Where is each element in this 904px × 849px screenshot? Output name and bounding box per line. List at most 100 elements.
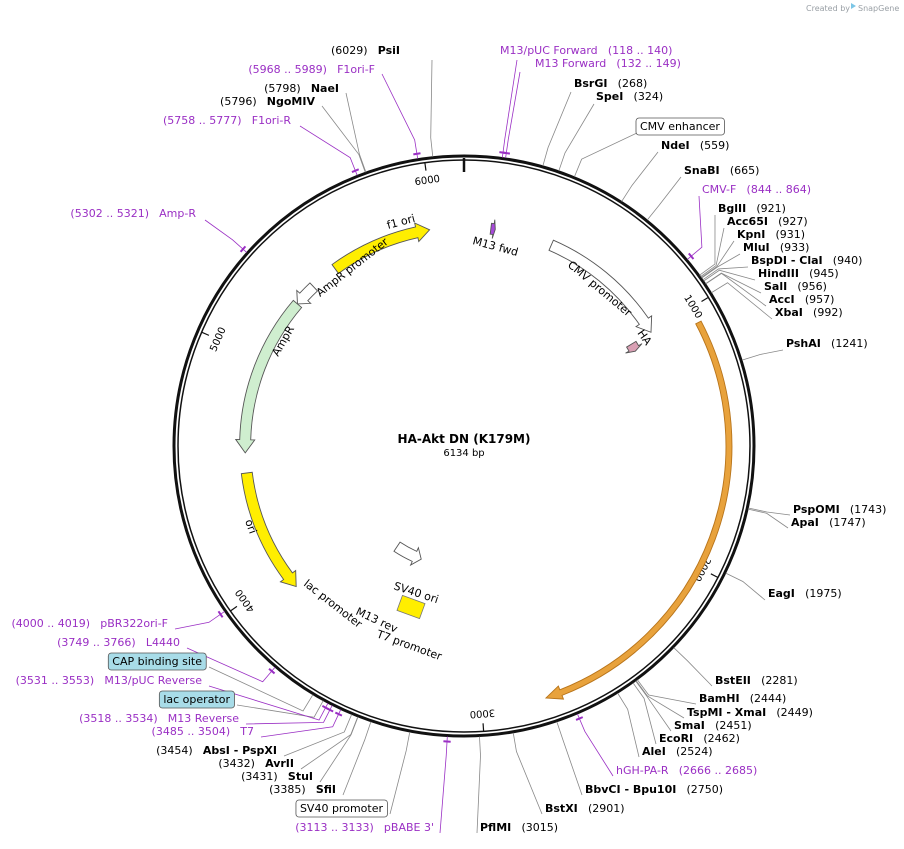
primer-mark — [352, 169, 359, 172]
naei-label: (5798) NaeI — [264, 79, 339, 98]
label-part: EagI — [768, 587, 795, 600]
label-part: CAP binding site — [112, 655, 202, 668]
amp-r-label: (5302 .. 5321) Amp-R — [70, 204, 196, 223]
label-part: M13 Forward — [535, 57, 606, 70]
label-part: NaeI — [311, 82, 339, 95]
tick-label: 3000 — [469, 707, 495, 720]
leader-line — [440, 737, 447, 833]
label-part: (5758 .. 5777) — [163, 114, 242, 127]
label-part: F1ori-F — [337, 63, 375, 76]
ampr-arrow — [236, 300, 302, 452]
psii-label: (6029) PsiI — [331, 41, 400, 60]
label-part: BamHI — [699, 692, 740, 705]
label-part: M13/pUC Reverse — [104, 674, 202, 687]
ampr-promoter-arrow — [297, 283, 318, 304]
cmv-f-label: CMV-F (844 .. 864) — [702, 180, 811, 199]
leader-line — [637, 680, 696, 704]
label-part: KpnI — [737, 228, 765, 241]
credit-text: Created by — [806, 4, 850, 13]
label-part: CMV-F — [702, 183, 736, 196]
label-part: BstXI — [545, 802, 578, 815]
label-part: (5968 .. 5989) — [248, 63, 327, 76]
label-part: (324) — [634, 90, 664, 103]
label-part: (844 .. 864) — [747, 183, 812, 196]
label-part: (933) — [780, 241, 810, 254]
features-layer — [236, 220, 732, 699]
label-part: Amp-R — [159, 207, 196, 220]
tick-label: 1000 — [681, 293, 704, 320]
tick-mark — [483, 723, 484, 731]
leader-line — [577, 714, 613, 776]
leader-line — [557, 722, 582, 795]
label-part: (927) — [778, 215, 808, 228]
label-part: PsiI — [378, 44, 400, 57]
sv40-promoter-label: SV40 promoter — [300, 802, 384, 815]
snabi-label: SnaBI (665) — [684, 161, 759, 180]
label-part: (132 .. 149) — [616, 57, 681, 70]
leader-line — [647, 177, 681, 220]
label-part: (6029) — [331, 44, 368, 57]
label-part: XbaI — [775, 306, 803, 319]
primer-mark — [335, 713, 342, 716]
leader-line — [431, 60, 433, 157]
leader-line — [390, 732, 410, 814]
label-part: SV40 promoter — [300, 802, 384, 815]
label-part: BsrGI — [574, 77, 607, 90]
label-part: (5798) — [264, 82, 301, 95]
label-part: BbvCI — [585, 783, 621, 796]
label-part: T7 — [239, 725, 254, 738]
label-part: Acc65I — [727, 215, 768, 228]
primer-mark — [503, 153, 510, 154]
label-part: (5302 .. 5321) — [70, 207, 149, 220]
backbone-outer-ring — [174, 156, 754, 736]
bsteii-label: BstEII (2281) — [715, 671, 798, 690]
leader-line — [502, 60, 517, 158]
primer-mark — [689, 253, 694, 259]
label-part: (1743) — [850, 503, 887, 516]
label-part: L4440 — [146, 636, 180, 649]
lac-promoter-label: lac promoter — [301, 577, 365, 631]
plasmid-length: 6134 bp — [443, 448, 484, 459]
absi-pspxi-label: (3454) AbsI - PspXI — [156, 741, 277, 760]
label-part: (3454) — [156, 744, 193, 757]
leader-line — [237, 701, 323, 718]
label-part: PflMI — [480, 821, 511, 834]
tick-label: 6000 — [414, 174, 441, 188]
t7-promoter-label: T7 promoter — [374, 627, 444, 663]
tick-mark — [230, 606, 237, 611]
pflmi-label: PflMI (3015) — [480, 818, 558, 837]
primer-mark — [322, 706, 328, 709]
leader-line — [513, 733, 542, 814]
label-part: (4000 .. 4019) — [11, 617, 90, 630]
label-part: SalI — [764, 280, 787, 293]
leader-line — [636, 681, 684, 718]
label-part: PshAI — [786, 337, 821, 350]
primer-mark — [576, 717, 583, 720]
l4440-label: (3749 .. 3766) L4440 — [57, 633, 180, 652]
leader-line — [205, 220, 247, 252]
primer-mark — [218, 611, 222, 617]
label-part: (2901) — [588, 802, 625, 815]
label-part: (940) — [833, 254, 863, 267]
leader-line — [300, 126, 357, 175]
ndei-label: NdeI (559) — [661, 136, 729, 155]
label-part: pBABE 3' — [384, 821, 434, 834]
leader-line — [343, 722, 371, 795]
t7-promoter-arrow — [394, 542, 421, 565]
label-part: NdeI — [661, 139, 690, 152]
snapgene-logo-icon — [851, 3, 856, 9]
bstxi-label: BstXI (2901) — [545, 799, 625, 818]
label-part: ApaI — [791, 516, 819, 529]
leader-line — [322, 106, 365, 172]
leader-line — [726, 573, 765, 600]
label-part: (3432) — [218, 757, 255, 770]
label-part: PspXI — [242, 744, 277, 757]
label-part: M13/pUC Forward — [500, 44, 598, 57]
spei-label: SpeI (324) — [596, 87, 663, 106]
brand-text: SnapGene — [858, 4, 899, 13]
label-part: SnaBI — [684, 164, 720, 177]
tick-mark — [202, 332, 209, 335]
label-part: CMV enhancer — [640, 120, 720, 133]
